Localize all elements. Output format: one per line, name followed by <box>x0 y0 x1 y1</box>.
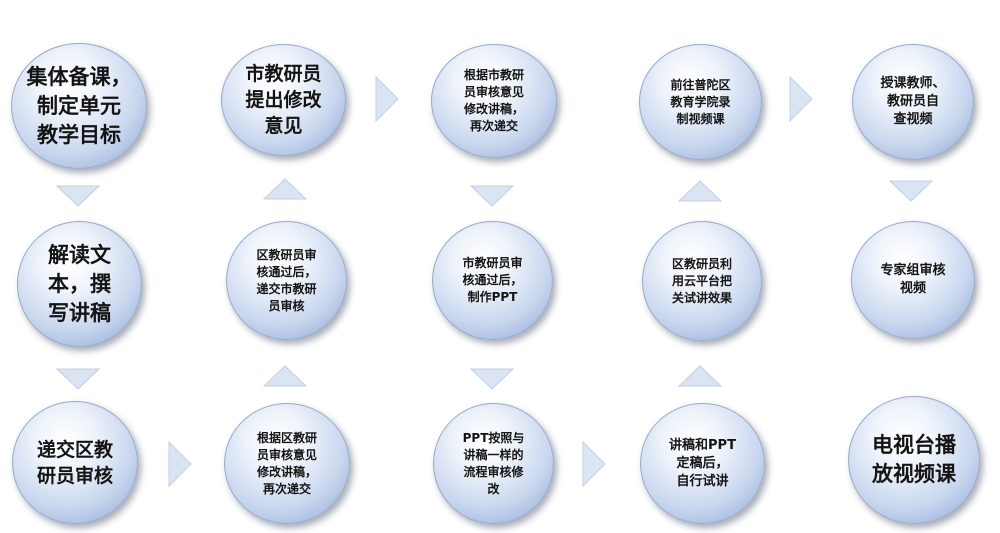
node-record-video-lesson: 前往普陀区 教育学院录 制视频课 <box>639 44 762 160</box>
node-final-self-trial: 讲稿和PPT 定稿后， 自行试讲 <box>640 403 765 524</box>
triangle-up-icon <box>262 178 308 200</box>
node-label: 前往普陀区 教育学院录 制视频课 <box>670 77 731 126</box>
triangle-down-icon <box>469 185 515 207</box>
node-group-lesson-prep: 集体备课， 制定单元 教学目标 <box>11 43 147 169</box>
node-tv-broadcast: 电视台播 放视频课 <box>848 396 980 524</box>
node-submit-district-review: 递交区教 研员审核 <box>12 401 138 524</box>
node-city-revision-advice: 市教研员 提出修改 意见 <box>221 44 346 156</box>
triangle-right-icon <box>789 75 813 123</box>
triangle-up-icon <box>677 180 723 202</box>
node-label: 集体备课， 制定单元 教学目标 <box>26 64 132 147</box>
triangle-down-icon <box>888 180 934 202</box>
node-label: 电视台播 放视频课 <box>872 433 956 486</box>
node-self-check-video: 授课教师、 教研员自 查视频 <box>852 44 974 160</box>
node-label: 专家组审核 视频 <box>880 263 946 296</box>
node-label: 市教研员 提出修改 意见 <box>245 63 322 137</box>
triangle-right-icon <box>168 440 192 488</box>
node-ppt-review: PPT按照与 讲稿一样的 流程审核修 改 <box>433 403 554 524</box>
node-label: 递交区教 研员审核 <box>36 438 113 487</box>
triangle-right-icon <box>582 440 606 488</box>
node-read-text-write-script: 解读文 本，撰 写讲稿 <box>17 221 142 347</box>
triangle-down-icon <box>55 368 101 390</box>
node-label: 根据区教研 员审核意见 修改讲稿， 再次递交 <box>256 430 317 496</box>
node-label: 市教研员审 核通过后， 制作PPT <box>462 256 523 304</box>
node-label: 授课教师、 教研员自 查视频 <box>880 76 946 127</box>
node-label: 讲稿和PPT 定稿后， 自行试讲 <box>669 437 736 489</box>
node-district-approved-submit-city: 区教研员审 核通过后， 递交市教研 员审核 <box>226 221 347 340</box>
node-city-approved-make-ppt: 市教研员审 核通过后， 制作PPT <box>432 221 553 340</box>
triangle-right-icon <box>375 75 399 123</box>
triangle-down-icon <box>55 185 101 207</box>
node-label: PPT按照与 讲稿一样的 流程审核修 改 <box>462 430 525 496</box>
node-label: 根据市教研 员审核意见 修改讲稿， 再次递交 <box>463 68 524 133</box>
node-expert-review-video: 专家组审核 视频 <box>851 221 975 339</box>
node-label: 解读文 本，撰 写讲稿 <box>48 242 111 325</box>
triangle-up-icon <box>262 365 308 387</box>
node-label: 区教研员审 核通过后， 递交市教研 员审核 <box>256 247 317 313</box>
triangle-up-icon <box>677 365 723 387</box>
node-revise-per-district: 根据区教研 员审核意见 修改讲稿， 再次递交 <box>224 403 350 524</box>
node-label: 区教研员利 用云平台把 关试讲效果 <box>671 256 732 305</box>
node-cloud-platform-trial-check: 区教研员利 用云平台把 关试讲效果 <box>642 221 762 341</box>
triangle-down-icon <box>469 368 515 390</box>
node-revise-per-city: 根据市教研 员审核意见 修改讲稿， 再次递交 <box>431 44 557 158</box>
